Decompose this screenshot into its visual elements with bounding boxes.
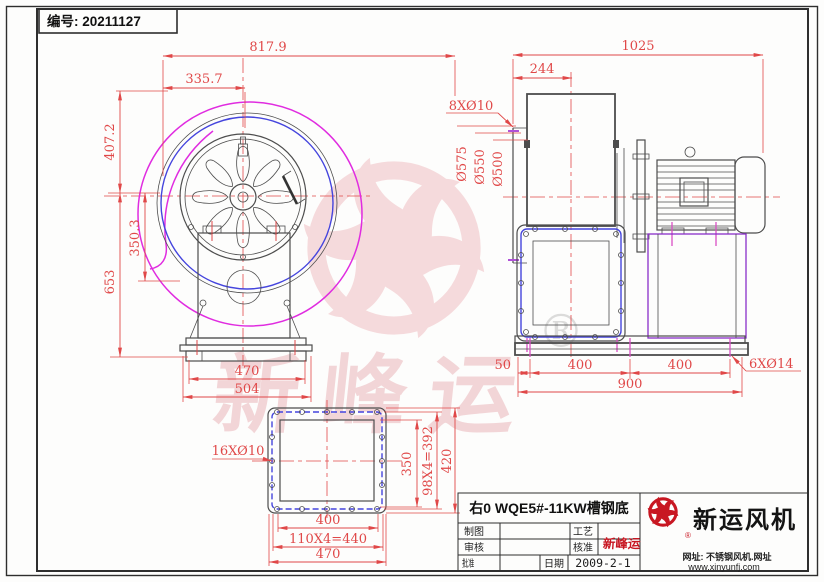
support-pedestal <box>179 221 313 362</box>
field-label-date: 日期 <box>544 558 564 570</box>
outlet-box <box>516 224 626 352</box>
dim-label: 817.9 <box>249 40 286 55</box>
dim-label: 16XØ10 <box>212 444 265 459</box>
company-name: 新运风机 <box>693 506 797 534</box>
dim-label: 1025 <box>621 39 654 54</box>
field-label-process: 工艺 <box>573 526 593 538</box>
logo-brand-text: 新峰运 <box>602 536 641 551</box>
date-value: 2009-2-1 <box>575 556 630 570</box>
dim-label: 6XØ14 <box>749 357 794 372</box>
dim-label: 470 <box>316 547 341 562</box>
dim-label: 900 <box>618 377 643 392</box>
dim-label: Ø500 <box>491 151 506 186</box>
fan-guard <box>179 133 307 261</box>
dim-label: 244 <box>530 62 555 77</box>
dim-label: Ø550 <box>473 149 488 184</box>
website-label: 网址: 不锈钢风机.网址 <box>683 551 772 562</box>
logo-registered-mark: ® <box>685 531 691 540</box>
dim-label: 350 <box>400 452 415 477</box>
dim-label: 400 <box>568 358 593 373</box>
dim-label: 335.7 <box>185 72 222 87</box>
dim-label: 8XØ10 <box>449 99 494 114</box>
dim-label: 400 <box>668 358 693 373</box>
motor-bracket <box>616 139 650 253</box>
side-view-dimensions: 1025 244 8XØ10 Ø575 Ø550 Ø500 50 400 400… <box>446 39 801 397</box>
sheet-frame: 编号: 20211127 <box>5 5 819 577</box>
field-label-checker: 审核 <box>464 541 484 554</box>
dim-label: 98X4=392 <box>421 426 436 496</box>
field-label-standard: 核准 <box>573 541 593 554</box>
drawing-title: 右0 WQE5#-11KW槽钢底 <box>468 500 628 516</box>
front-view: 817.9 335.7 407.2 653 350.3 470 504 <box>103 40 456 402</box>
dim-label: 504 <box>235 382 260 397</box>
guard-handle <box>281 175 299 205</box>
inlet-ring <box>160 116 334 290</box>
volute-scroll <box>137 101 363 327</box>
side-view: 1025 244 8XØ10 Ø575 Ø550 Ø500 50 400 400… <box>446 39 801 397</box>
front-view-dimensions: 817.9 335.7 407.2 653 350.3 470 504 <box>103 40 456 402</box>
dim-label: 110X4=440 <box>289 532 367 547</box>
field-label-drafter: 制图 <box>464 525 484 538</box>
dim-label: 653 <box>103 270 118 295</box>
dim-label: 400 <box>316 513 341 528</box>
title-block: 右0 WQE5#-11KW槽钢底 制图 工艺 审核 核准 批准 日期 2009-… <box>457 492 809 572</box>
fan-flower-watermark-icon <box>301 156 487 340</box>
dim-label: Ø575 <box>455 146 470 181</box>
doc-number: 编号: 20211127 <box>47 13 141 29</box>
dim-label: 407.2 <box>103 123 118 160</box>
field-label-approver: 批准 <box>462 557 474 569</box>
dim-label: 50 <box>494 358 511 373</box>
dim-label: 420 <box>440 449 455 474</box>
flange-view-dimensions: 16XØ10 350 98X4=392 420 400 110X4=440 47… <box>212 407 460 566</box>
registered-watermark: ® <box>538 304 584 358</box>
eyebolt-icon <box>684 146 696 158</box>
company-logo-icon <box>645 494 681 530</box>
dim-label: 350.3 <box>128 219 143 256</box>
motor <box>647 146 766 339</box>
terminal-box <box>679 177 709 207</box>
motor-pedestal <box>647 233 747 339</box>
flange-view: 16XØ10 350 98X4=392 420 400 110X4=440 47… <box>212 400 460 566</box>
website-url: www.xinyunfj.com <box>687 562 760 572</box>
channel-base <box>514 335 749 357</box>
dim-label: 470 <box>235 364 260 379</box>
fan-casing <box>526 93 616 227</box>
